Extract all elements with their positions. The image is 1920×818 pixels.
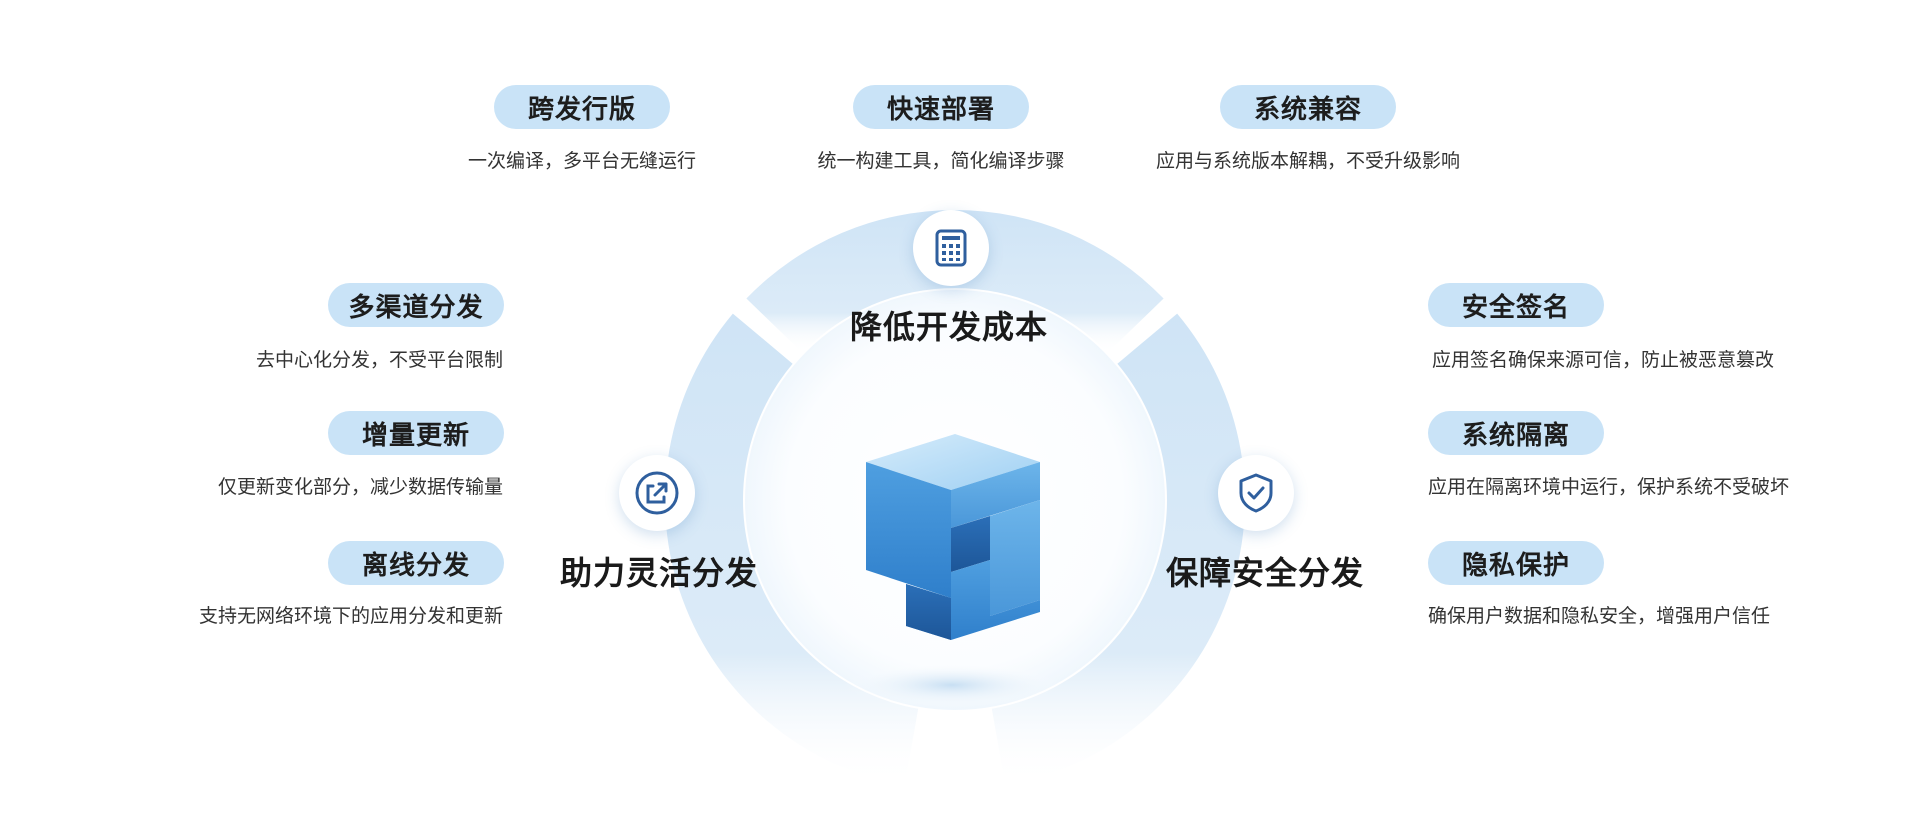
feature-pill-multichannel: 多渠道分发 [328, 283, 504, 327]
feature-desc-isolation: 应用在隔离环境中运行，保护系统不受破坏 [1428, 476, 1790, 498]
segment-label-cost: 降低开发成本 [850, 308, 1049, 346]
feature-pill-signature: 安全签名 [1428, 283, 1604, 327]
feature-pill-compat: 系统兼容 [1220, 85, 1396, 129]
feature-desc-offline: 支持无网络环境下的应用分发和更新 [198, 605, 503, 627]
feature-pill-offline: 离线分发 [328, 541, 504, 585]
feature-desc-compat: 应用与系统版本解耦，不受升级影响 [1155, 150, 1461, 172]
segment-label-flexible: 助力灵活分发 [560, 554, 759, 592]
feature-pill-fast-deploy: 快速部署 [853, 85, 1029, 129]
feature-desc-privacy: 确保用户数据和隐私安全，增强用户信任 [1428, 605, 1771, 627]
segment-label-security: 保障安全分发 [1166, 554, 1365, 592]
calculator-icon-badge [913, 210, 989, 286]
feature-pill-cross-distro: 跨发行版 [494, 85, 670, 129]
feature-pill-isolation: 系统隔离 [1428, 411, 1604, 455]
feature-desc-fast-deploy: 统一构建工具，简化编译步骤 [817, 150, 1065, 172]
shield-check-icon [1239, 473, 1273, 513]
share-icon-badge [619, 455, 695, 531]
shield-check-icon-badge [1218, 455, 1294, 531]
share-icon [635, 471, 679, 515]
calculator-icon [935, 229, 967, 267]
feature-desc-incremental: 仅更新变化部分，减少数据传输量 [217, 476, 503, 498]
feature-desc-cross-distro: 一次编译，多平台无缝运行 [467, 150, 697, 172]
feature-desc-multichannel: 去中心化分发，不受平台限制 [255, 349, 503, 371]
ring-segment-flexible [664, 313, 919, 786]
logo-floor-shadow [842, 663, 1062, 707]
cube-logo [866, 434, 1040, 640]
feature-pill-incremental: 增量更新 [328, 411, 504, 455]
feature-desc-signature: 应用签名确保来源可信，防止被恶意篡改 [1432, 349, 1775, 371]
ring-segment-security [991, 313, 1245, 786]
feature-pill-privacy: 隐私保护 [1428, 541, 1604, 585]
